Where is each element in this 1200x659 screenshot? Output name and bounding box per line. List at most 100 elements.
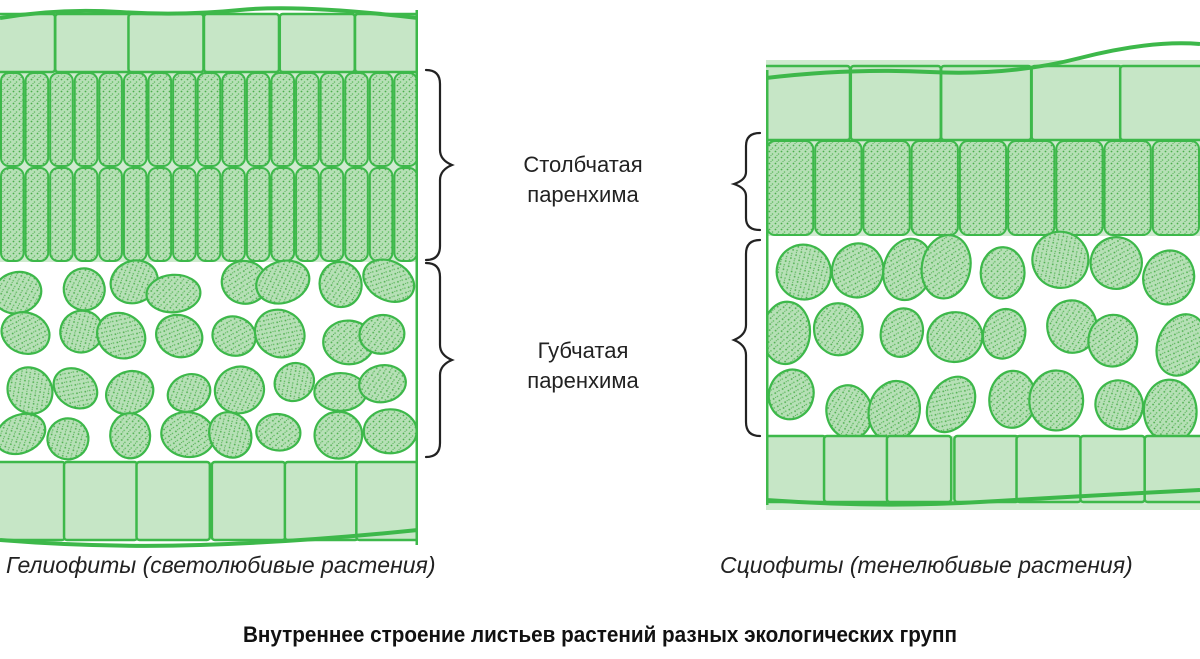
palisade-label-line2: паренхима (527, 182, 639, 207)
upper-epidermis-cell (353, 12, 418, 74)
upper-epidermis-cell (1030, 64, 1123, 142)
upper-epidermis-cell (939, 64, 1033, 142)
upper-epidermis-cell (53, 12, 132, 74)
spongy-cell (213, 365, 266, 415)
palisade-cell (1103, 140, 1152, 236)
palisade-cell (368, 72, 394, 167)
palisade-cell (766, 140, 815, 236)
lower-epidermis-cell (135, 460, 212, 542)
spongy-cell (1089, 236, 1143, 290)
spongy-cell (105, 369, 155, 416)
spongy-cell (273, 361, 316, 403)
spongy-cell (812, 302, 864, 357)
spongy-parenchyma-label: Губчатая паренхима (468, 336, 698, 396)
sciophyte-upper-epidermis (766, 64, 1200, 142)
spongy-label-line1: Губчатая (537, 338, 629, 363)
spongy-cell (362, 408, 418, 455)
sciophyte-palisade-parenchyma (766, 140, 1200, 236)
spongy-cell (1087, 313, 1139, 368)
spongy-cell (318, 260, 363, 309)
palisade-cell (344, 72, 369, 167)
heliophyte-palisade-parenchyma (0, 72, 418, 262)
palisade-cell (73, 72, 99, 167)
palisade-cell (1151, 140, 1200, 236)
heliophyte-spongy-parenchyma (0, 258, 418, 461)
lower-epidermis-cell (355, 460, 418, 542)
palisade-cell (1055, 140, 1104, 236)
palisade-cell (24, 167, 50, 262)
palisade-cell (910, 140, 959, 236)
palisade-cell (319, 72, 345, 167)
spongy-cell (62, 267, 106, 312)
palisade-cell (0, 72, 25, 167)
palisade-cell (196, 72, 222, 167)
palisade-cell (147, 72, 173, 167)
spongy-cell (208, 411, 253, 459)
palisade-cell (24, 72, 50, 167)
sciophyte-lower-epidermis (766, 434, 1200, 504)
spongy-cell (767, 368, 815, 421)
spongy-cell (52, 367, 99, 410)
spongy-cell (0, 311, 51, 355)
spongy-cell (253, 308, 306, 359)
heliophytes-caption: Гелиофиты (светолюбивые растения) (6, 552, 436, 578)
palisade-cell (245, 72, 271, 167)
spongy-cell (155, 313, 204, 359)
spongy-cell (96, 311, 147, 360)
spongy-cell (1028, 369, 1085, 432)
lower-epidermis-cell (822, 434, 890, 504)
lower-epidermis-cell (0, 460, 67, 542)
spongy-cell (255, 259, 311, 305)
palisade-cell (0, 167, 25, 262)
spongy-cell (255, 412, 302, 452)
palisade-cell (221, 167, 246, 262)
palisade-cell (295, 72, 320, 167)
palisade-cell (393, 167, 418, 262)
spongy-cell (46, 417, 90, 461)
upper-epidermis-cell (0, 12, 57, 74)
spongy-cell (1142, 249, 1196, 306)
palisade-cell (98, 167, 123, 262)
heliophyte-upper-epidermis (0, 12, 418, 74)
sciophyte-spongy-bracket (731, 238, 762, 438)
palisade-cell (862, 140, 911, 236)
spongy-cell (313, 410, 364, 460)
spongy-cell (358, 364, 407, 404)
heliophyte-spongy-bracket (424, 261, 455, 459)
spongy-cell (981, 307, 1027, 360)
spongy-cell (979, 246, 1026, 300)
spongy-cell (109, 412, 152, 460)
palisade-cell (172, 167, 197, 262)
palisade-cell (49, 167, 74, 262)
spongy-cell (358, 313, 406, 355)
lower-epidermis-cell (210, 460, 287, 542)
lower-epidermis-cell (1015, 434, 1083, 504)
palisade-cell (98, 72, 123, 167)
heliophyte-lower-epidermis (0, 460, 418, 542)
palisade-cell (196, 167, 222, 262)
spongy-cell (6, 366, 54, 415)
upper-epidermis-cell (127, 12, 205, 74)
upper-epidermis-cell (278, 12, 357, 74)
spongy-cell (1155, 313, 1200, 377)
spongy-cell (1031, 230, 1090, 289)
spongy-cell (830, 242, 885, 299)
upper-epidermis-cell (1118, 64, 1200, 142)
upper-epidermis-cell (849, 64, 943, 142)
palisade-cell (814, 140, 863, 236)
palisade-label-line1: Столбчатая (523, 152, 643, 177)
spongy-cell (0, 412, 47, 456)
lower-epidermis-cell (283, 460, 360, 542)
spongy-cell (145, 273, 202, 314)
sciophytes-caption: Сциофиты (тенелюбивые растения) (720, 552, 1133, 578)
heliophyte-upper-edge (0, 6, 418, 20)
spongy-cell (362, 258, 416, 303)
heliophyte-leaf (0, 6, 418, 548)
spongy-cell (166, 373, 212, 413)
palisade-cell (1007, 140, 1056, 236)
palisade-parenchyma-label: Столбчатая паренхима (468, 150, 698, 210)
spongy-cell (879, 307, 925, 358)
palisade-cell (221, 72, 246, 167)
heliophyte-lower-edge (0, 528, 418, 548)
